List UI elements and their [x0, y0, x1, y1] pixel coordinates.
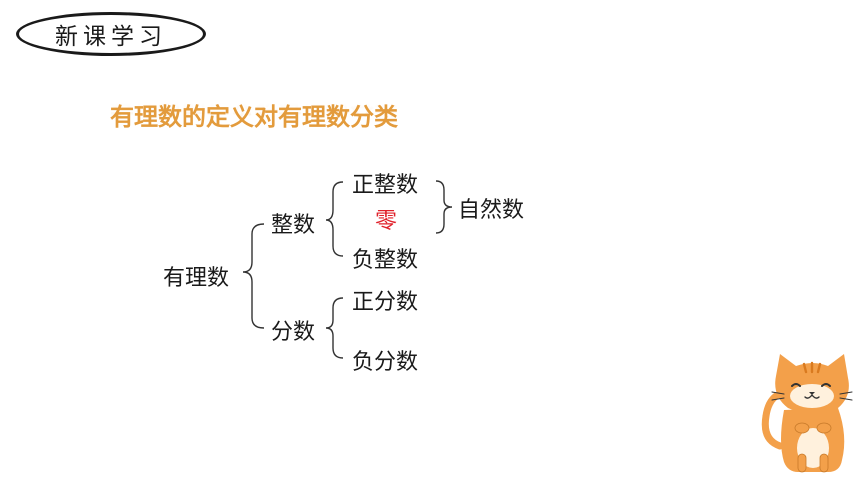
term-rational: 有理数: [163, 266, 230, 291]
term-positive-integer: 正整数: [352, 173, 419, 198]
fraction-brace: [325, 297, 344, 359]
term-zero: 零: [375, 209, 398, 234]
page-heading: 有理数的定义对有理数分类: [110, 103, 398, 131]
term-negative-integer: 负整数: [352, 248, 419, 273]
term-fraction: 分数: [271, 320, 316, 345]
term-positive-fraction: 正分数: [352, 290, 419, 315]
section-badge: 新课学习: [16, 12, 206, 56]
cat-mascot-icon: [761, 354, 853, 473]
term-natural: 自然数: [458, 198, 525, 223]
integer-brace: [325, 181, 344, 257]
section-badge-label: 新课学习: [55, 24, 167, 50]
term-negative-fraction: 负分数: [352, 350, 419, 375]
natural-brace: [435, 180, 453, 234]
root-brace: [242, 223, 265, 329]
term-integer: 整数: [271, 213, 316, 238]
